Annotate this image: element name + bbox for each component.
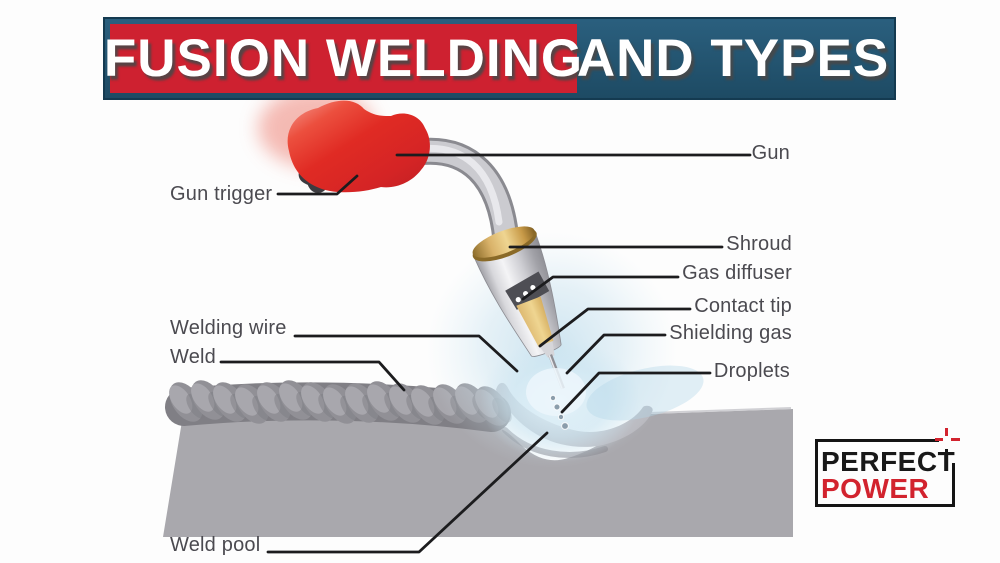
logo-text-power: POWER [821, 473, 930, 504]
logo-frame-top [815, 439, 939, 442]
contact-tip [516, 296, 555, 358]
label-weld: Weld [170, 346, 217, 368]
logo-sparkle-icon [951, 438, 960, 441]
logo-frame-dash [945, 449, 948, 461]
perfect-power-logo: PERFECT POWER [812, 427, 962, 509]
logo-text-perfect: PERFECT [821, 446, 956, 477]
leader-weld-pool [266, 431, 549, 554]
droplets [549, 394, 569, 430]
leader-shielding-gas [565, 333, 667, 375]
title-blue-box: AND TYPES [577, 24, 889, 93]
label-weld-pool: Weld pool [170, 534, 261, 556]
title-banner: FUSION WELDING AND TYPES [103, 17, 896, 100]
workpiece-plate [163, 409, 793, 537]
label-gun: Gun [751, 142, 790, 164]
logo-frame-right [952, 463, 955, 507]
label-shielding-gas: Shielding gas [669, 322, 792, 344]
logo-frame-bottom [815, 504, 955, 507]
label-welding-wire: Welding wire [170, 317, 287, 339]
leader-gas-diffuser [521, 275, 680, 301]
logo-frame-left [815, 439, 818, 507]
leader-droplets [560, 371, 712, 414]
title-part1: FUSION WELDING [103, 29, 584, 88]
logo-sparkle-icon [935, 438, 943, 441]
title-red-box: FUSION WELDING [104, 24, 582, 93]
logo-sparkle-icon [945, 428, 948, 436]
leader-weld [219, 360, 406, 392]
label-gun-trigger: Gun trigger [170, 183, 273, 205]
label-droplets: Droplets [713, 360, 790, 382]
label-shroud: Shroud [726, 233, 792, 255]
label-gas-diffuser: Gas diffuser [682, 262, 792, 284]
leader-welding-wire [293, 334, 519, 373]
leader-gun-trigger [276, 174, 359, 196]
gun-handle [287, 100, 430, 193]
title-part2: AND TYPES [576, 29, 890, 88]
leader-contact-tip [538, 307, 692, 348]
torch-neck [404, 137, 520, 254]
label-contact-tip: Contact tip [694, 295, 792, 317]
